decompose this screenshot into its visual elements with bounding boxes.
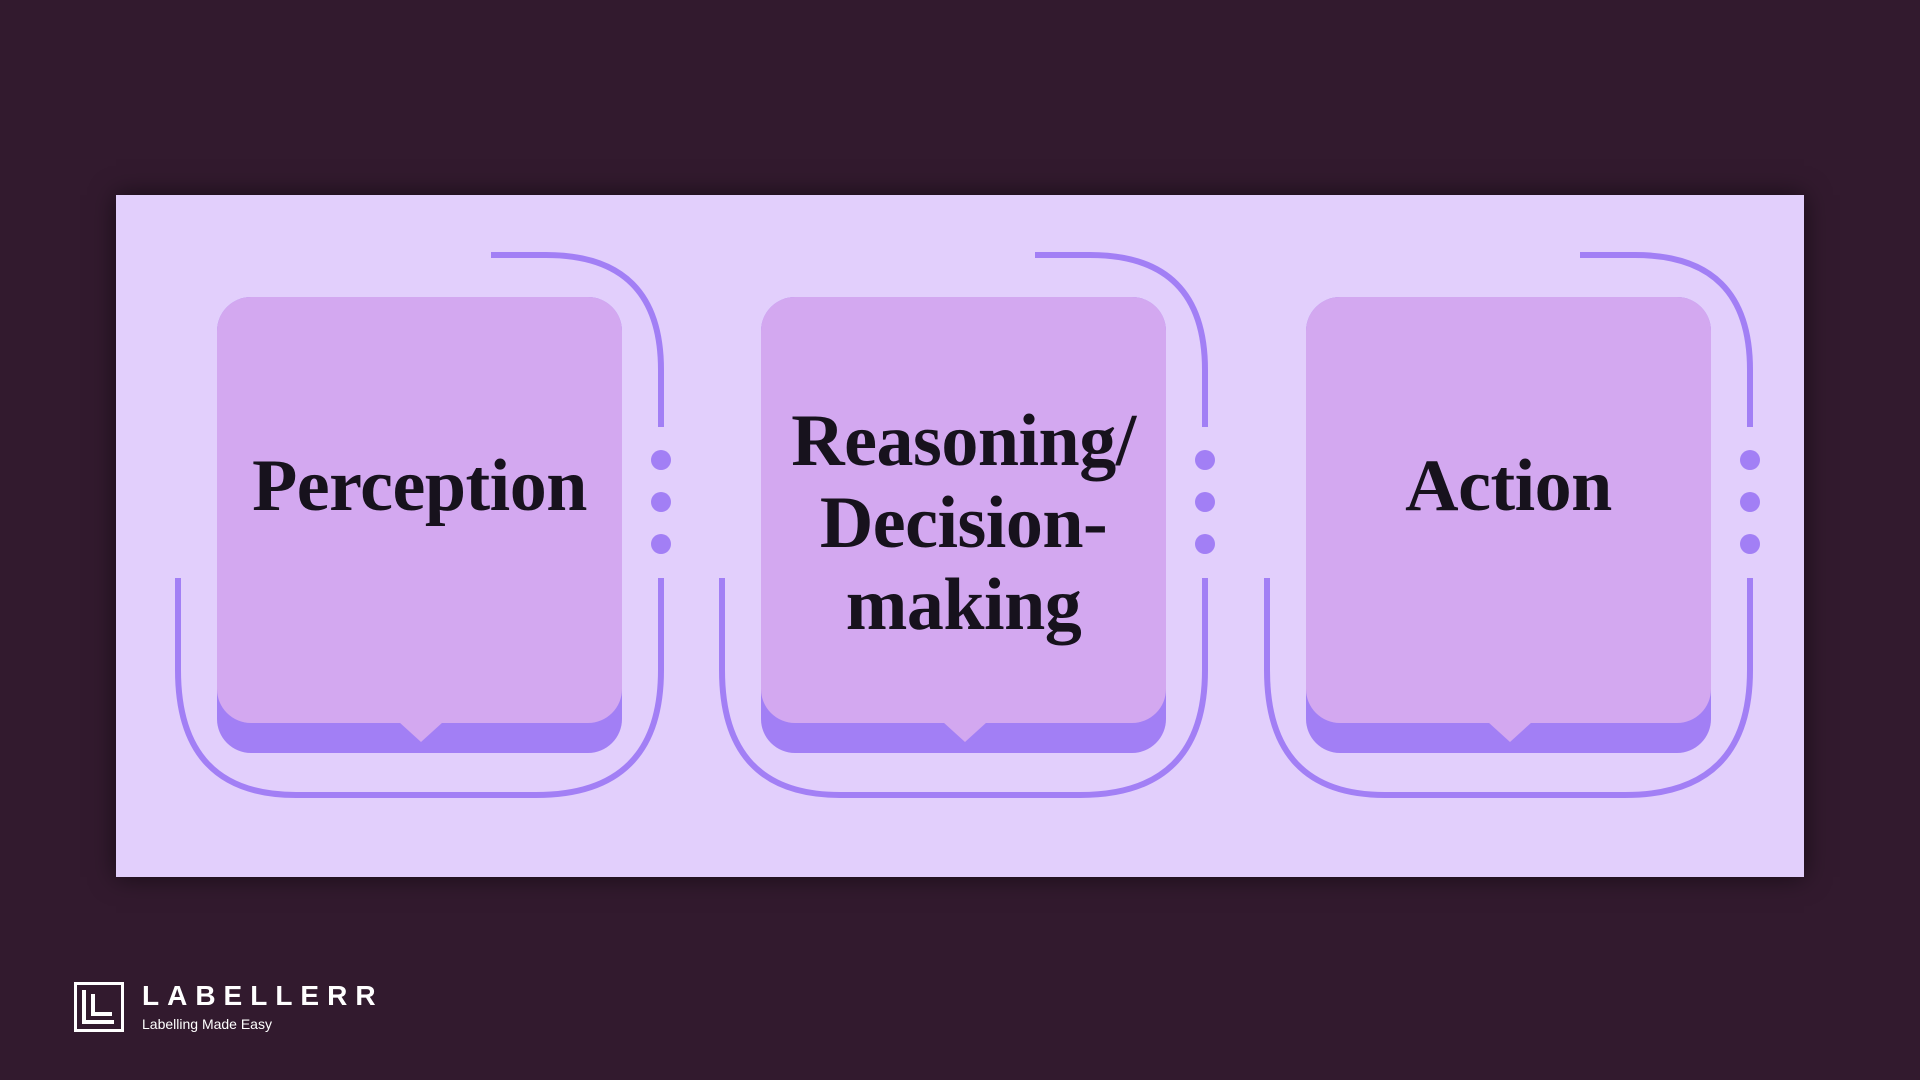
connector-dot	[651, 492, 671, 512]
connector-dot	[1740, 450, 1760, 470]
card-action	[1306, 297, 1711, 723]
diagram-panel: Perception Reasoning/ Decision- making	[116, 195, 1804, 877]
card-perception	[217, 297, 622, 723]
step-reasoning: Reasoning/ Decision- making	[660, 195, 1215, 877]
step-label-reasoning: Reasoning/ Decision- making	[761, 400, 1166, 646]
step-label-line: Decision-	[819, 482, 1108, 564]
card-reasoning	[761, 297, 1166, 723]
connector-dot	[1740, 534, 1760, 554]
step-label-line: Reasoning/	[791, 400, 1136, 482]
step-frame	[1264, 252, 1753, 798]
step-frame	[719, 252, 1208, 798]
connector-dot	[1740, 492, 1760, 512]
step-label-line: Perception	[252, 445, 587, 527]
card-pointer	[943, 722, 987, 742]
card-pointer	[1488, 722, 1532, 742]
step-action: Action	[1205, 195, 1760, 877]
connector-dot	[1195, 534, 1215, 554]
brand-tagline: Labelling Made Easy	[142, 1016, 272, 1032]
labellerr-logo-icon	[74, 982, 124, 1032]
step-label-line: making	[845, 564, 1082, 646]
step-label-action: Action	[1306, 445, 1711, 527]
connector-dot	[651, 534, 671, 554]
brand-name: LABELLERR	[142, 980, 384, 1011]
connector-dot	[1195, 450, 1215, 470]
step-frame	[175, 252, 664, 798]
step-label-line: Action	[1405, 445, 1612, 527]
connector-dot	[651, 450, 671, 470]
connector-dot	[1195, 492, 1215, 512]
step-label-perception: Perception	[217, 445, 622, 527]
step-perception: Perception	[116, 195, 671, 877]
card-pointer	[399, 722, 443, 742]
